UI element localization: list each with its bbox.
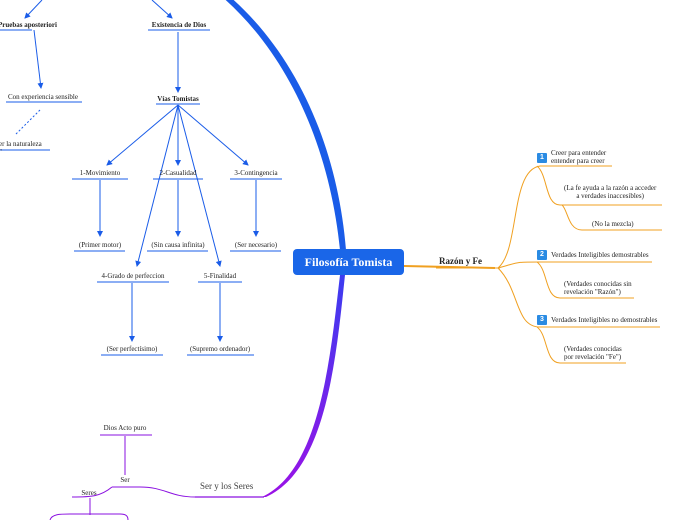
central-topic[interactable]: Filosofía Tomista bbox=[293, 249, 404, 275]
node-existencia-de-dios[interactable]: Existencia de Dios bbox=[151, 21, 207, 29]
node-sin-revelacion-line2: revelación "Razón") bbox=[564, 288, 621, 296]
node-la-fe-ayuda[interactable]: (La fe ayuda a la razón a acceder a verd… bbox=[564, 184, 656, 200]
node-por-revelacion-line2: por revelación "Fe") bbox=[564, 353, 622, 361]
node-casualidad[interactable]: 2-Casualidad bbox=[159, 169, 197, 177]
node-creer-line1: Creer para entender bbox=[551, 149, 607, 157]
node-por-revelacion-line1: (Verdades conocidas bbox=[564, 345, 622, 353]
node-movimiento[interactable]: 1-Movimiento bbox=[79, 169, 121, 177]
node-con-experiencia-sensible[interactable]: Con experiencia sensible bbox=[8, 93, 78, 101]
node-ser-necesario[interactable]: (Ser necesario) bbox=[234, 241, 278, 249]
razon-y-fe-links bbox=[497, 165, 662, 364]
vias-arrows bbox=[0, 0, 282, 356]
node-primer-motor[interactable]: (Primer motor) bbox=[78, 241, 122, 249]
node-contingencia[interactable]: 3-Contingencia bbox=[234, 169, 278, 177]
node-grado-de-perfeccion[interactable]: 4-Grado de perfeccion bbox=[101, 272, 165, 280]
node-seres[interactable]: Seres bbox=[81, 489, 97, 497]
node-ser[interactable]: Ser bbox=[120, 476, 130, 484]
node-finalidad[interactable]: 5-Finalidad bbox=[203, 272, 237, 280]
node-no-la-mezcla[interactable]: (No la mezcla) bbox=[592, 220, 634, 228]
node-naturaleza-line2: " bbox=[0, 148, 2, 156]
node-razon-y-fe[interactable]: Razón y Fe bbox=[439, 256, 482, 266]
node-supremo-ordenador[interactable]: (Supremo ordenador) bbox=[189, 345, 251, 353]
node-verdades-no-demostrables[interactable]: Verdades Inteligibles no demostrables bbox=[551, 316, 658, 324]
node-creer-line2: entender para creer bbox=[551, 157, 605, 165]
branch-to-existencia bbox=[225, 0, 346, 250]
node-dios-acto-puro[interactable]: Dios Acto puro bbox=[103, 424, 147, 432]
ser-links bbox=[49, 434, 196, 520]
branch-to-ser-y-seres bbox=[262, 275, 345, 497]
node-sin-revelacion-line1: (Verdades conocidas sin bbox=[564, 280, 632, 288]
node-verdades-por-revelacion[interactable]: (Verdades conocidas por revelación "Fe") bbox=[564, 345, 622, 361]
node-la-fe-line1: (La fe ayuda a la razón a acceder bbox=[564, 184, 657, 192]
node-pruebas-aposteriori[interactable]: Pruebas aposteriori bbox=[0, 21, 57, 29]
node-verdades-sin-revelacion[interactable]: (Verdades conocidas sin revelación "Razó… bbox=[564, 280, 632, 296]
node-naturaleza-line1: er la naturaleza bbox=[0, 140, 42, 148]
node-vias-tomistas[interactable]: Vías Tomistas bbox=[157, 95, 199, 103]
node-verdades-demostrables[interactable]: Verdades Inteligibles demostrables bbox=[551, 251, 649, 259]
node-ser-y-los-seres[interactable]: Ser y los Seres bbox=[200, 481, 254, 491]
node-naturaleza[interactable]: er la naturaleza " bbox=[0, 140, 42, 156]
node-ser-perfectisimo[interactable]: (Ser perfectísimo) bbox=[106, 345, 158, 353]
number-badge-3: 3 bbox=[537, 315, 547, 325]
number-badge-2: 2 bbox=[537, 250, 547, 260]
node-creer-para-entender[interactable]: Creer para entender entender para creer bbox=[551, 149, 606, 165]
node-sin-causa-infinita[interactable]: (Sin causa infinita) bbox=[151, 241, 205, 249]
node-la-fe-line2: a verdades inaccesibles) bbox=[576, 192, 644, 200]
number-badge-1: 1 bbox=[537, 153, 547, 163]
